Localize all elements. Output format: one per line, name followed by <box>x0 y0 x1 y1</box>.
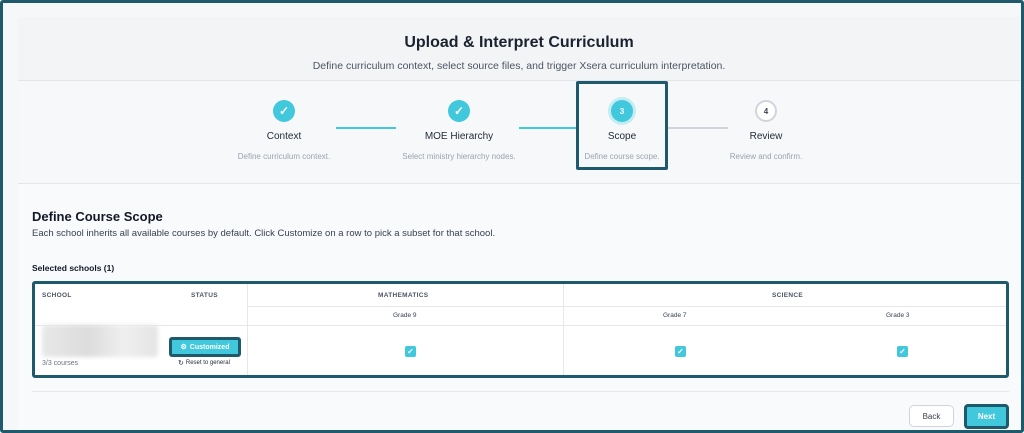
page-header: Upload & Interpret Curriculum Define cur… <box>18 17 1020 81</box>
section-title: Define Course Scope <box>32 209 163 224</box>
active-step-highlight <box>576 81 668 170</box>
customized-label: Customized <box>189 343 230 351</box>
page-subtitle: Define curriculum context, select source… <box>312 60 726 72</box>
grade-header: Grade 7 <box>663 312 687 319</box>
customized-button[interactable]: ⚙ Customized <box>169 337 241 357</box>
step-description: Define curriculum context. <box>237 152 331 161</box>
section-description: Each school inherits all available cours… <box>32 228 496 239</box>
column-header-mathematics: MATHEMATICS <box>378 292 429 299</box>
column-header-science: SCIENCE <box>772 292 803 299</box>
check-icon: ✓ <box>448 100 470 122</box>
check-icon: ✓ <box>273 100 295 122</box>
reset-label: Reset to general <box>185 360 230 366</box>
step-number: 4 <box>755 100 777 122</box>
step-scope[interactable]: 3 Scope Define course scope. <box>537 81 707 161</box>
step-description: Define course scope. <box>584 152 660 161</box>
grade-header: Grade 9 <box>393 312 417 319</box>
step-context[interactable]: ✓ Context Define curriculum context. <box>199 81 369 161</box>
step-description: Review and confirm. <box>729 152 803 161</box>
column-header-status: STATUS <box>191 292 218 299</box>
step-title: Scope <box>607 131 637 142</box>
step-moe-hierarchy[interactable]: ✓ MOE Hierarchy Select ministry hierarch… <box>374 81 544 161</box>
step-title: MOE Hierarchy <box>424 131 494 142</box>
course-scope-table: SCHOOL STATUS MATHEMATICS SCIENCE Grade … <box>32 281 1009 378</box>
stepper: ✓ Context Define curriculum context. ✓ M… <box>18 81 1020 183</box>
row-divider <box>35 325 1006 326</box>
gear-icon: ⚙ <box>180 344 187 351</box>
step-title: Review <box>749 131 783 142</box>
column-divider <box>563 284 564 375</box>
row-divider <box>247 306 1006 307</box>
reset-to-general-link[interactable]: ↻ Reset to general <box>178 359 230 367</box>
scope-card: Define Course Scope Each school inherits… <box>18 183 1020 430</box>
stepper-connector <box>336 127 396 129</box>
step-review[interactable]: 4 Review Review and confirm. <box>681 81 851 161</box>
step-title: Context <box>266 131 302 142</box>
checkbox-math-grade-9[interactable]: ✓ <box>405 346 416 357</box>
page-title: Upload & Interpret Curriculum <box>404 34 634 51</box>
column-divider <box>247 284 248 375</box>
checkbox-science-grade-7[interactable]: ✓ <box>675 346 686 357</box>
course-count: 3/3 courses <box>42 360 79 367</box>
grade-header: Grade 3 <box>886 312 910 319</box>
step-description: Select ministry hierarchy nodes. <box>402 152 516 161</box>
next-button[interactable]: Next <box>964 404 1009 429</box>
school-name-redacted <box>42 325 158 357</box>
footer-divider <box>32 391 1009 392</box>
step-number: 3 <box>611 100 633 122</box>
reset-icon: ↻ <box>178 360 184 367</box>
stepper-connector <box>519 127 579 129</box>
checkbox-science-grade-3[interactable]: ✓ <box>897 346 908 357</box>
stepper-connector <box>668 127 728 129</box>
back-button[interactable]: Back <box>909 405 954 427</box>
selected-schools-label: Selected schools (1) <box>32 263 115 273</box>
column-header-school: SCHOOL <box>42 292 72 299</box>
